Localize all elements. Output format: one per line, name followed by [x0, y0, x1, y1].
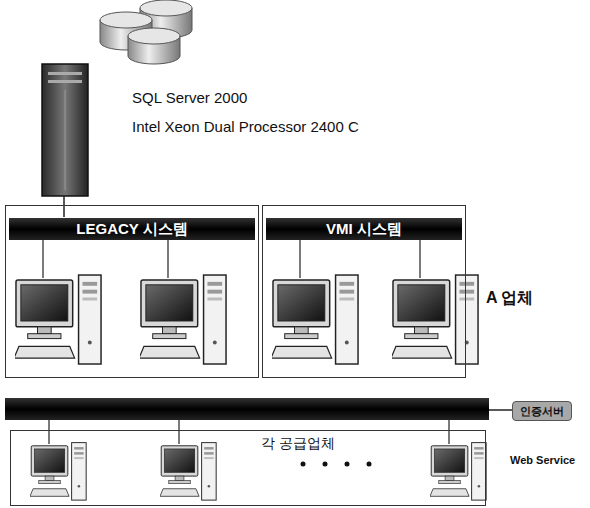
auth-server-box: 인증서버: [512, 401, 572, 421]
service-label: Web Service: [510, 454, 575, 466]
supplier-label: 각 공급업체: [261, 435, 335, 453]
server-spec: SQL Server 2000: [132, 89, 247, 106]
system-box: VMI 시스템: [262, 205, 466, 378]
company-label: A 업체: [486, 288, 533, 309]
server-label: 인증서버: [520, 404, 564, 418]
server-spec: Intel Xeon Dual Processor 2400 C: [132, 118, 359, 135]
system-box: LEGACY 시스템: [5, 205, 259, 378]
system-band: LEGACY 시스템: [9, 218, 255, 240]
system-band: VMI 시스템: [266, 218, 462, 240]
supplier-box: 각 공급업체: [10, 430, 486, 506]
